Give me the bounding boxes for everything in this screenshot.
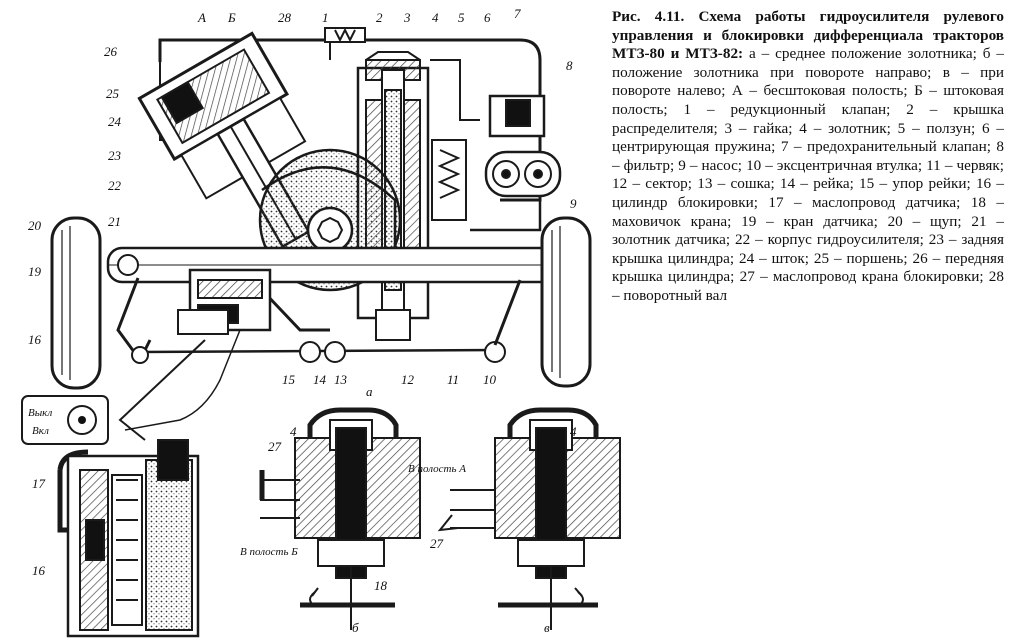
part-number: 7: [514, 6, 521, 21]
view-b-label: б: [352, 620, 359, 635]
valve-view-b: [259, 407, 421, 630]
part-number: 20: [28, 218, 42, 233]
part-number: 13: [334, 372, 348, 387]
valve-view-v: [437, 407, 621, 630]
part-number: 21: [108, 214, 121, 229]
part-number: 16: [32, 563, 46, 578]
view-a-label: а: [366, 384, 373, 399]
part-number: 12: [401, 372, 415, 387]
to-cavity-b-label: В полость Б: [240, 546, 298, 558]
blocking-cylinder: [57, 439, 200, 638]
part-number: 27: [268, 439, 282, 454]
view-labels: А Б а б в В полость Б В полость А: [197, 10, 550, 635]
to-cavity-a-label: В полость А: [408, 463, 466, 475]
part-number: 23: [108, 148, 122, 163]
part-number: 28: [278, 10, 292, 25]
main-scheme: [50, 27, 592, 441]
cavity-b-label: Б: [227, 10, 236, 25]
caption-title: Рис. 4.11. Схема работы гидроусилителя р…: [612, 8, 1004, 63]
part-number: 14: [313, 372, 327, 387]
part-number: 27: [430, 536, 444, 551]
part-number: 2: [376, 10, 383, 25]
part-number: 4: [432, 10, 439, 25]
switch-off-label: Выкл: [28, 407, 53, 419]
part-number: 16: [28, 332, 42, 347]
part-number: 4: [570, 424, 577, 439]
part-number: 26: [104, 44, 118, 59]
part-number: 1: [322, 10, 329, 25]
part-number: 17: [32, 476, 46, 491]
part-number-labels: 1 2 3 4 5 6 7 8 9 10 11 12 13 14 15 16 1…: [28, 6, 577, 593]
part-number: 5: [458, 10, 465, 25]
part-number: 22: [108, 178, 122, 193]
part-number: 9: [570, 196, 577, 211]
part-number: 19: [28, 264, 42, 279]
part-number: 4: [290, 424, 297, 439]
part-number: 15: [282, 372, 296, 387]
part-number: 11: [447, 372, 459, 387]
part-number: 18: [374, 578, 388, 593]
part-number: 3: [403, 10, 411, 25]
part-number: 6: [484, 10, 491, 25]
view-v-label: в: [544, 620, 550, 635]
switch-plate: Выкл Вкл: [21, 395, 109, 445]
caption-body: а – среднее положение золотника; б – пол…: [612, 45, 1004, 304]
switch-on-label: Вкл: [32, 425, 49, 437]
cavity-a-label: А: [197, 10, 206, 25]
part-number: 8: [566, 58, 573, 73]
part-number: 24: [108, 114, 122, 129]
part-number: 10: [483, 372, 497, 387]
part-number: 25: [106, 86, 120, 101]
figure-caption: Рис. 4.11. Схема работы гидроусилителя р…: [612, 8, 1004, 306]
